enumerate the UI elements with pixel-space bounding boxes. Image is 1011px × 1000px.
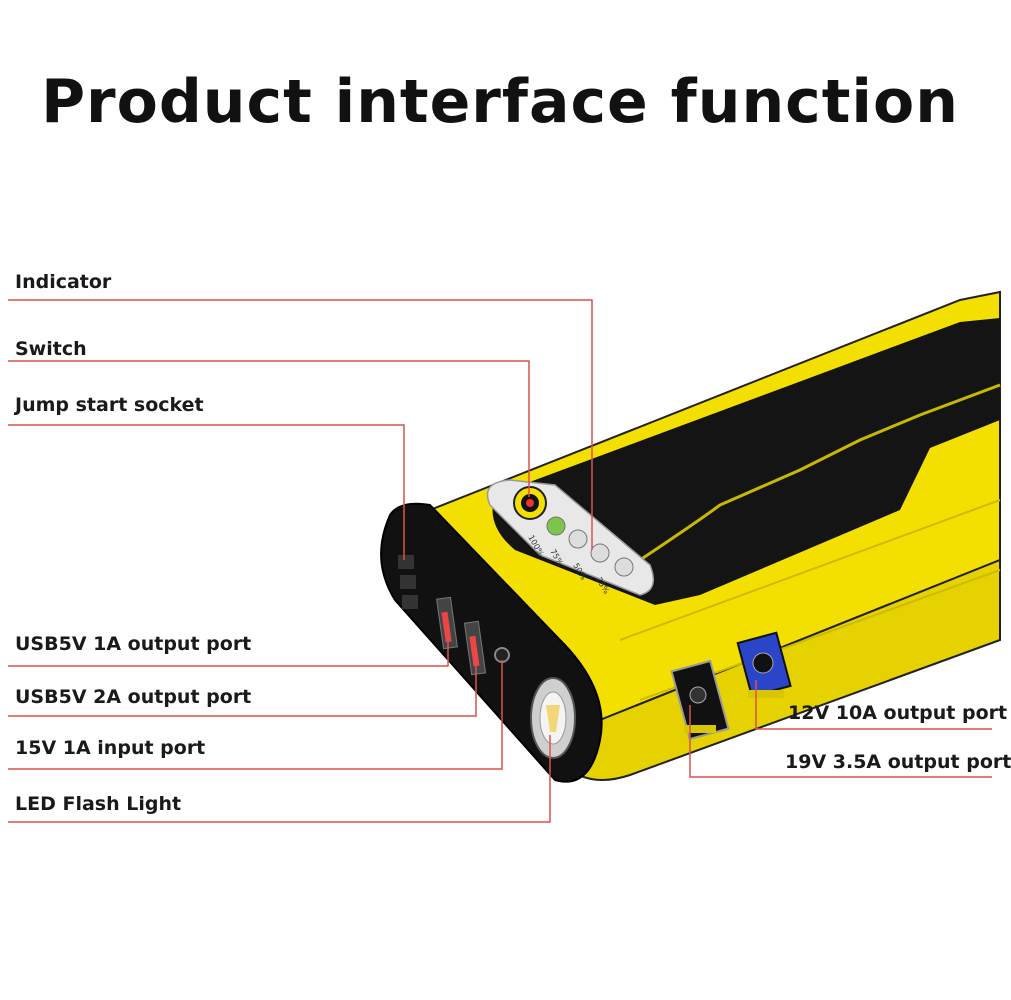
label-usb-1a: USB5V 1A output port: [15, 633, 252, 655]
leader-15v: [8, 660, 503, 770]
leader-19v: [689, 705, 992, 778]
label-indicator: Indicator: [15, 271, 112, 293]
label-led-flash: LED Flash Light: [15, 793, 182, 815]
leader-lines: [8, 299, 992, 823]
top-panel: [492, 318, 1000, 605]
power-switch[interactable]: [513, 486, 547, 520]
leader-switch: [8, 360, 530, 497]
input-15v-port: [494, 647, 510, 663]
leader-indicator: [8, 299, 593, 550]
leader-jump-start: [8, 424, 405, 560]
leader-12v: [755, 680, 992, 730]
page-title: Product interface function: [41, 67, 959, 137]
label-usb-2a: USB5V 2A output port: [15, 686, 252, 708]
flashlight-icon: [530, 677, 576, 759]
indicator-led-100: [546, 516, 566, 536]
indicator-led-25: [614, 557, 634, 577]
indicator-led-75: [568, 529, 588, 549]
leader-usb-1a: [8, 625, 449, 667]
jump-start-socket: [398, 555, 418, 609]
leader-led: [8, 735, 551, 823]
output-19v-port: [670, 659, 730, 741]
grip-bumps: [639, 383, 1001, 562]
battery-indicator-leds: [546, 516, 634, 577]
leader-usb-2a: [8, 650, 477, 717]
output-12v-port: [736, 631, 792, 698]
power-icon: [526, 499, 534, 507]
label-jump-start-socket: Jump start socket: [15, 394, 204, 416]
label-output-19v: 19V 3.5A output port: [785, 751, 1011, 773]
indicator-led-50: [590, 543, 610, 563]
label-switch: Switch: [15, 338, 87, 360]
jump-starter-device: 100% 75% 50% 25%: [380, 290, 1001, 783]
label-output-12v: 12V 10A output port: [788, 702, 1008, 724]
label-input-15v: 15V 1A input port: [15, 737, 206, 759]
